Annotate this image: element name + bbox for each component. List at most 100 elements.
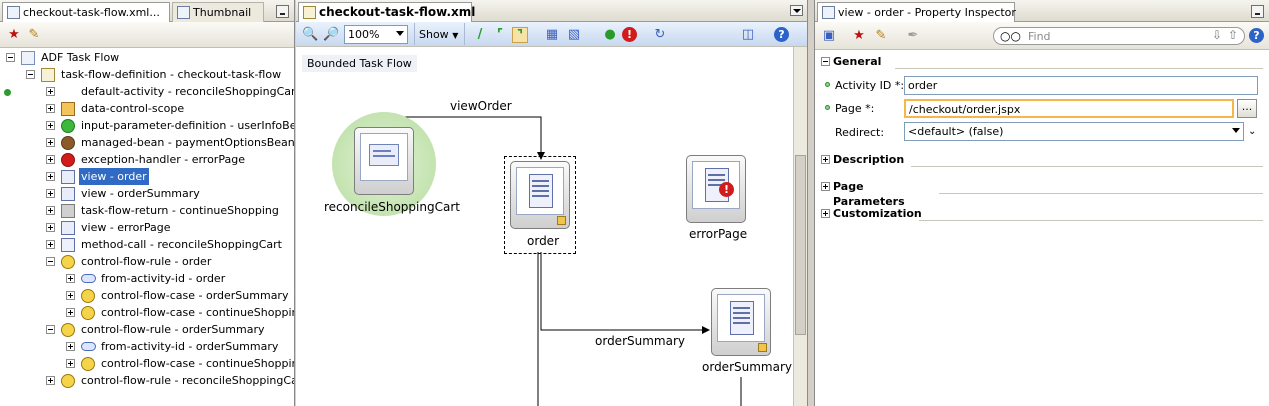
pin-icon[interactable]: ★ — [853, 28, 865, 43]
validate-icon[interactable]: ● — [604, 27, 616, 42]
tree-node[interactable]: default-activity - reconcileShoppingCart — [0, 83, 294, 100]
flow-label-order-summary[interactable]: orderSummary — [595, 334, 685, 348]
tab-property-inspector[interactable]: view - order - Property Inspector — [817, 2, 1016, 22]
tree-node[interactable]: from-activity-id - orderSummary — [0, 338, 294, 355]
tree-node[interactable]: control-flow-rule - orderSummary — [0, 321, 294, 338]
tree-node[interactable]: exception-handler - errorPage — [0, 151, 294, 168]
tree-node[interactable]: ADF Task Flow — [0, 49, 294, 66]
tab-list-button[interactable] — [790, 5, 803, 16]
tree-node[interactable]: task-flow-definition - checkout-task-flo… — [0, 66, 294, 83]
tree-node[interactable]: method-call - reconcileShoppingCart — [0, 236, 294, 253]
minimize-button[interactable] — [276, 5, 289, 18]
expand-icon[interactable] — [46, 172, 55, 181]
layout-horizontal-icon[interactable]: ▦ — [545, 27, 559, 42]
diagram-editor: checkout-task-flow.xml 🔍 🔎 100% Show ▼ /… — [296, 0, 808, 406]
tree-node[interactable]: control-flow-case - continueShopping — [0, 355, 294, 372]
expand-icon[interactable] — [46, 121, 55, 130]
arrow-up-icon[interactable]: ⇧ — [1227, 28, 1238, 42]
task-flow-file-icon — [303, 6, 316, 19]
vertical-scrollbar[interactable] — [793, 47, 807, 406]
tree-node-label: from-activity-id - orderSummary — [101, 340, 279, 353]
collapse-icon[interactable] — [26, 70, 35, 79]
expand-icon[interactable] — [66, 359, 75, 368]
expand-icon[interactable] — [46, 223, 55, 232]
tree-node-label: view - orderSummary — [81, 187, 200, 200]
find-field[interactable]: ○○ Find ⇩ ⇧ — [993, 27, 1245, 45]
show-menu-button[interactable]: Show ▼ — [419, 28, 458, 41]
expand-icon[interactable] — [46, 87, 55, 96]
arrow-down-icon[interactable]: ⇩ — [1211, 28, 1222, 42]
orthogonal-line-icon[interactable]: ⌜ — [496, 27, 504, 42]
refresh-icon[interactable]: ↻ — [654, 27, 666, 42]
activity-reconcile-shopping-cart[interactable] — [332, 112, 436, 218]
flow-order-summary[interactable] — [540, 252, 710, 334]
expand-icon[interactable] — [66, 291, 75, 300]
flow-label-view-order[interactable]: viewOrder — [450, 99, 512, 113]
tab-checkout-task-flow[interactable]: checkout-task-flow.xml — [298, 2, 475, 22]
tree-node[interactable]: view - order — [0, 168, 294, 185]
layout-vertical-icon[interactable]: ▧ — [567, 27, 581, 42]
required-indicator-icon — [825, 82, 830, 87]
activity-order[interactable] — [510, 161, 570, 229]
expand-icon[interactable] — [46, 138, 55, 147]
tree-node-label: control-flow-rule - orderSummary — [81, 323, 265, 336]
edit-icon[interactable]: ✎ — [875, 28, 887, 43]
collapse-icon[interactable] — [6, 53, 15, 62]
tree-node[interactable]: view - orderSummary — [0, 185, 294, 202]
square-line-icon[interactable]: ⌝ — [512, 27, 528, 43]
straight-line-icon[interactable]: / — [477, 27, 483, 42]
tree-node[interactable]: managed-bean - paymentOptionsBean — [0, 134, 294, 151]
activity-error-page[interactable]: ! — [686, 155, 746, 223]
expand-icon[interactable] — [66, 308, 75, 317]
fit-diagram-icon[interactable]: ◫ — [741, 27, 755, 42]
view-box — [510, 161, 570, 229]
tree-node[interactable]: control-flow-case - continueShopping — [0, 304, 294, 321]
diagram-canvas[interactable]: Bounded Task Flow viewOrder orderSummary — [296, 47, 807, 406]
edit-icon[interactable]: ✎ — [28, 27, 40, 42]
zoom-out-icon[interactable]: 🔎 — [323, 27, 340, 42]
tree-node-label: control-flow-rule - reconcileShoppingCar… — [81, 374, 295, 387]
browse-page-button[interactable]: ... — [1237, 99, 1257, 118]
tree-node[interactable]: control-flow-rule - reconcileShoppingCar… — [0, 372, 295, 389]
expand-icon[interactable] — [66, 342, 75, 351]
activity-order-summary[interactable] — [711, 288, 771, 356]
tree-node[interactable]: task-flow-return - continueShopping — [0, 202, 294, 219]
expand-icon[interactable] — [46, 206, 55, 215]
help-icon[interactable]: ? — [1249, 28, 1265, 44]
zoom-in-icon[interactable]: 🔍 — [302, 27, 319, 42]
binoculars-icon: ○○ — [1000, 29, 1021, 43]
tab-property-inspector-label: view - order - Property Inspector — [838, 6, 1016, 19]
expand-icon[interactable] — [46, 376, 55, 385]
activity-id-field[interactable]: order — [904, 76, 1258, 95]
view-box — [711, 288, 771, 356]
expand-icon[interactable] — [46, 189, 55, 198]
tree-node[interactable]: view - errorPage — [0, 219, 294, 236]
scrollbar-thumb[interactable] — [795, 155, 806, 335]
task-flow-definition-icon — [41, 68, 55, 82]
pin-icon[interactable]: ★ — [8, 27, 20, 42]
expand-icon[interactable] — [46, 104, 55, 113]
zoom-select[interactable]: 100% — [344, 25, 408, 44]
collapse-icon[interactable] — [46, 325, 55, 334]
pencil-icon[interactable]: ✒ — [907, 28, 919, 43]
page-field[interactable]: /checkout/order.jspx — [904, 99, 1234, 118]
tab-structure[interactable]: checkout-task-flow.xml... — [2, 2, 170, 22]
tree-node[interactable]: data-control-scope — [0, 100, 294, 117]
minimize-button[interactable] — [1251, 5, 1264, 18]
tab-thumbnail[interactable]: Thumbnail — [172, 2, 264, 22]
tree-node[interactable]: from-activity-id - order — [0, 270, 294, 287]
select-node-icon[interactable]: ▣ — [822, 28, 836, 43]
redirect-select[interactable]: <default> (false) — [904, 122, 1244, 141]
tree-node[interactable]: input-parameter-definition - userInfoBea… — [0, 117, 294, 134]
expand-icon[interactable] — [46, 240, 55, 249]
tree-node[interactable]: control-flow-case - orderSummary — [0, 287, 294, 304]
collapse-icon[interactable] — [46, 257, 55, 266]
tab-structure-label: checkout-task-flow.xml... — [23, 6, 160, 19]
tree-node[interactable]: control-flow-rule - order — [0, 253, 294, 270]
help-icon[interactable]: ? — [774, 27, 790, 43]
expand-icon[interactable] — [66, 274, 75, 283]
error-icon[interactable]: ! — [622, 27, 638, 43]
tree-node-label: view - order — [79, 168, 149, 185]
expand-icon[interactable] — [46, 155, 55, 164]
chevron-down-icon[interactable]: ⌄ — [1248, 126, 1257, 137]
